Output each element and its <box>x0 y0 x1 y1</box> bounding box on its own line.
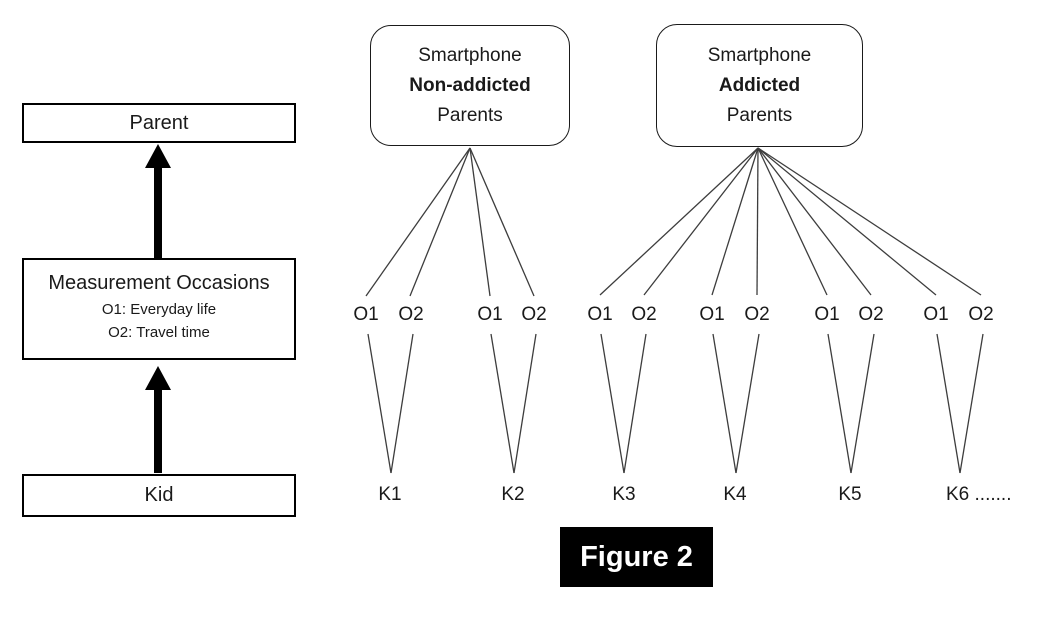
occasion-label: O1 <box>923 304 949 325</box>
group1-line3: Parents <box>437 104 503 126</box>
occasion-label: O2 <box>398 304 424 325</box>
kid-box: Kid <box>22 474 296 517</box>
addicted-fan-lines <box>599 147 982 296</box>
occasion2-definition: O2: Travel time <box>108 324 210 341</box>
non-addicted-fan-lines <box>365 147 535 297</box>
non-addicted-parents-box: Smartphone Non-addicted Parents <box>370 25 570 146</box>
kid-label: K6 ....... <box>946 484 1012 505</box>
occasion-label: O1 <box>699 304 725 325</box>
occasion-label: O2 <box>521 304 547 325</box>
up-arrow-kid-to-measurement <box>145 366 171 473</box>
kid-label: K3 <box>612 484 636 505</box>
occasion-label: O1 <box>814 304 840 325</box>
measurement-occasions-box: Measurement Occasions O1: Everyday life … <box>22 258 296 360</box>
occasion-label: O2 <box>744 304 770 325</box>
parent-box-label: Parent <box>129 111 189 134</box>
figure-caption: Figure 2 <box>560 527 713 587</box>
kid-label: K5 <box>838 484 862 505</box>
group1-line1: Smartphone <box>418 44 522 66</box>
kid-box-label: Kid <box>144 484 174 506</box>
occasion-label: O1 <box>587 304 613 325</box>
parent-box: Parent <box>22 103 296 143</box>
occasion-label: O2 <box>858 304 884 325</box>
occasion-label: O2 <box>968 304 994 325</box>
occasion1-definition: O1: Everyday life <box>101 301 217 318</box>
kid-label: K2 <box>501 484 525 505</box>
occasion-to-kid-lines <box>367 333 984 474</box>
group2-line2: Addicted <box>718 74 801 96</box>
kid-label: K4 <box>723 484 747 505</box>
occasion-label: O1 <box>353 304 379 325</box>
figure-caption-label: Figure 2 <box>580 540 693 573</box>
group1-line2: Non-addicted <box>409 74 531 96</box>
occasion-label: O1 <box>477 304 503 325</box>
occasion-label: O2 <box>631 304 657 325</box>
group2-line3: Parents <box>726 104 793 126</box>
addicted-parents-box: Smartphone Addicted Parents <box>656 24 863 147</box>
kid-label: K1 <box>378 484 402 505</box>
measurement-occasions-title: Measurement Occasions <box>48 272 270 294</box>
up-arrow-measurement-to-parent <box>145 144 171 258</box>
group2-line1: Smartphone <box>707 44 812 66</box>
